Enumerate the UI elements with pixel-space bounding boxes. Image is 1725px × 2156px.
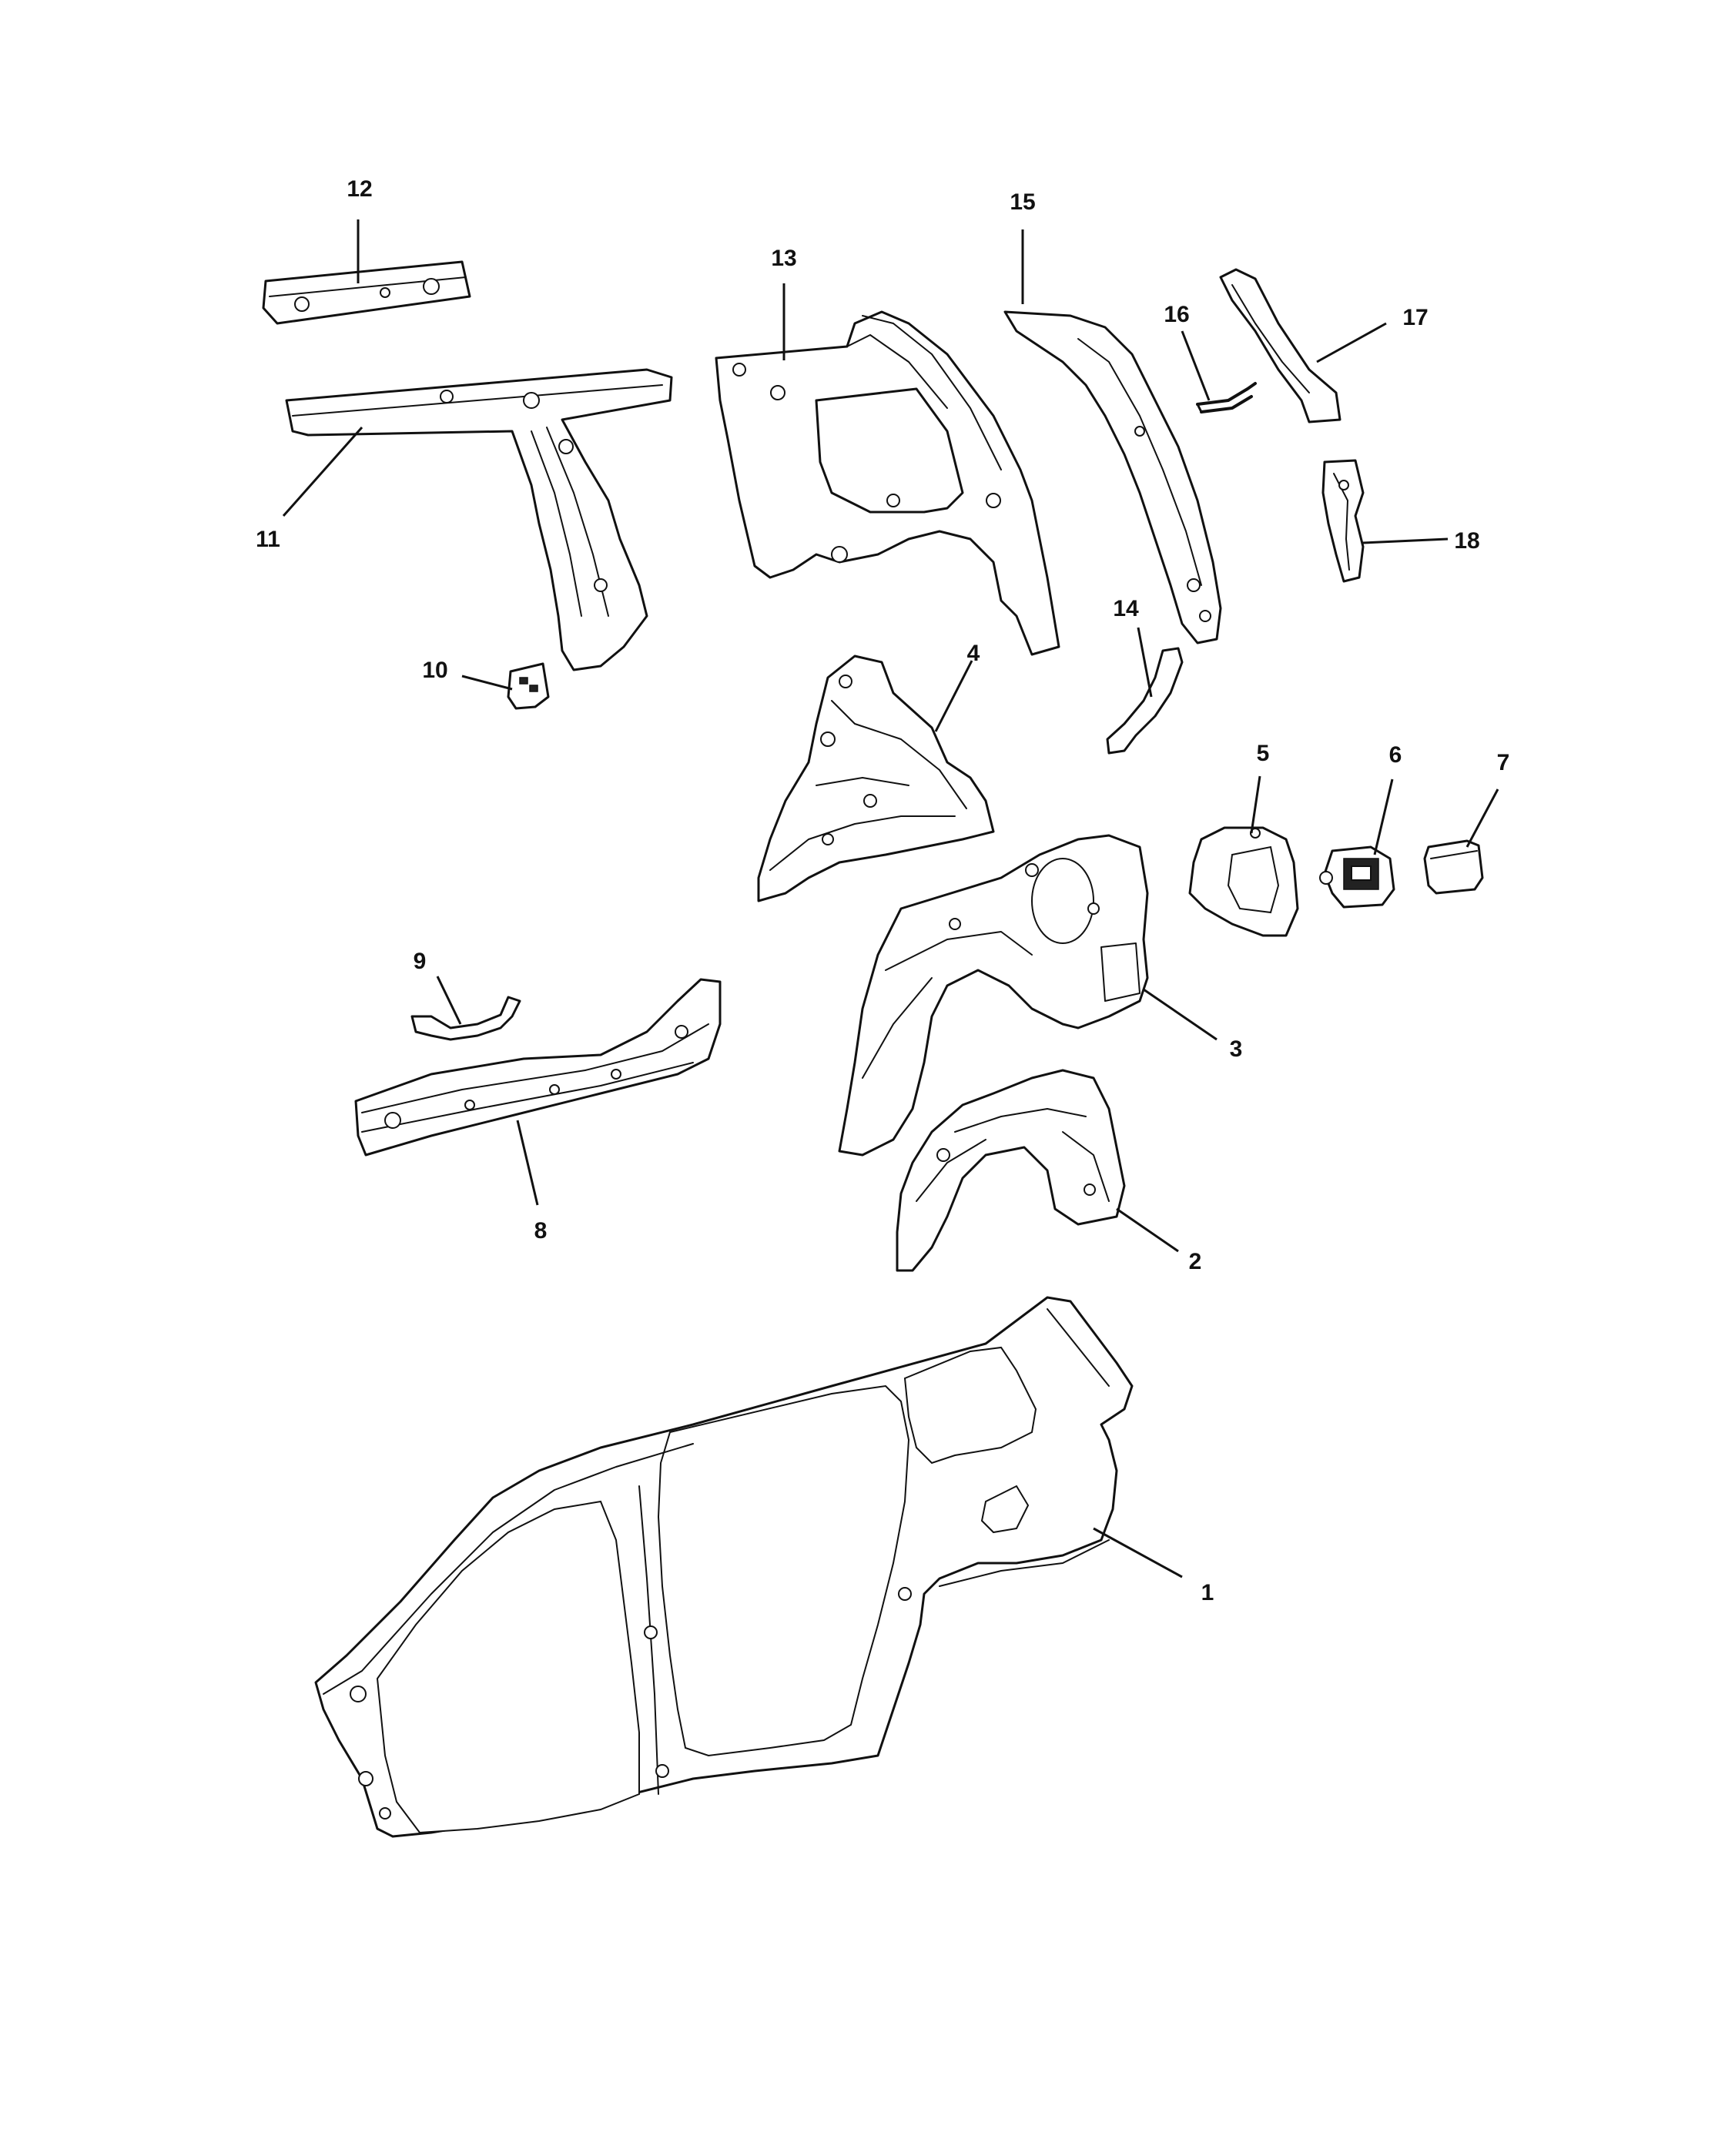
part-5-fuel-filler-housing — [1188, 826, 1299, 937]
part-15-d-pillar-reinforcement — [1003, 310, 1222, 644]
leader-7 — [1465, 788, 1499, 848]
leader-8 — [516, 1120, 539, 1206]
callout-5: 5 — [1257, 741, 1270, 766]
part-10-bracket — [507, 662, 550, 710]
leader-11 — [282, 427, 363, 517]
callout-10: 10 — [422, 658, 447, 683]
callout-9: 9 — [414, 949, 427, 974]
part-16-wire-bracket — [1196, 382, 1257, 413]
leader-9 — [436, 976, 462, 1025]
part-7-fuel-door — [1423, 839, 1484, 895]
part-6-fuel-door-actuator — [1319, 845, 1395, 909]
part-3-quarter-inner-lower — [838, 834, 1149, 1157]
part-17-upper-bracket — [1219, 268, 1341, 424]
callout-8: 8 — [534, 1218, 548, 1244]
leader-10 — [461, 675, 513, 691]
leader-lines — [282, 219, 1499, 1578]
callout-17: 17 — [1402, 305, 1428, 330]
callout-6: 6 — [1389, 742, 1402, 768]
callout-1: 1 — [1201, 1580, 1214, 1605]
leader-5 — [1250, 775, 1261, 834]
callout-12: 12 — [347, 176, 372, 202]
callout-13: 13 — [771, 246, 796, 271]
callout-11: 11 — [256, 527, 280, 552]
part-1-body-side-aperture — [314, 1296, 1134, 1838]
leader-3 — [1143, 988, 1218, 1041]
leader-16 — [1181, 330, 1211, 401]
leader-2 — [1116, 1207, 1179, 1253]
part-9-sill-bracket — [410, 996, 521, 1041]
leader-14 — [1137, 627, 1153, 698]
callout-2: 2 — [1189, 1249, 1202, 1274]
leader-17 — [1316, 322, 1387, 363]
part-2-wheelhouse-liner — [896, 1069, 1126, 1272]
part-13-quarter-inner-upper — [715, 310, 1060, 656]
part-4-wheelhouse-inner-upper — [757, 654, 995, 902]
callout-18: 18 — [1454, 528, 1479, 554]
callout-3: 3 — [1230, 1036, 1243, 1062]
callout-7: 7 — [1497, 750, 1510, 775]
callout-labels: 12 11 10 13 15 16 17 18 14 4 5 6 7 3 2 9… — [256, 176, 1509, 1605]
callout-4: 4 — [967, 641, 980, 666]
callout-16: 16 — [1164, 302, 1189, 327]
leader-4 — [934, 660, 973, 732]
part-14-strap-bracket — [1106, 647, 1184, 755]
leader-1 — [1093, 1527, 1183, 1578]
part-12-roof-reinforcement — [262, 260, 471, 325]
part-18-lower-bracket — [1321, 459, 1365, 583]
leader-18 — [1362, 537, 1449, 544]
callout-15: 15 — [1010, 189, 1035, 215]
part-8-rocker-panel — [354, 978, 722, 1157]
callout-14: 14 — [1113, 596, 1139, 621]
part-11-roof-rail-b-pillar — [285, 368, 673, 671]
leader-6 — [1373, 778, 1394, 855]
